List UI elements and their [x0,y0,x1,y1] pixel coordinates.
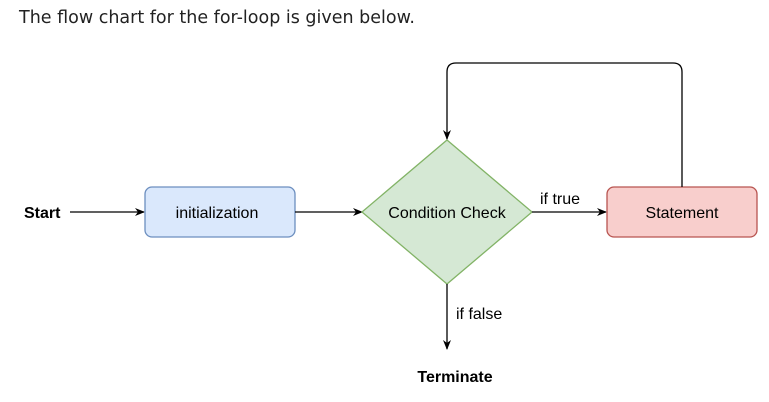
start-label: Start [24,205,61,222]
condition-label: Condition Check [388,205,506,222]
edge-statement-loop-back [443,62,683,187]
intro-text: The flow chart for the for-loop is given… [19,8,415,28]
if-false-label: if false [456,306,502,323]
statement-label: Statement [646,205,719,222]
initialization-label: initialization [176,205,259,222]
terminate-label: Terminate [417,369,492,386]
if-true-label: if true [540,191,580,208]
